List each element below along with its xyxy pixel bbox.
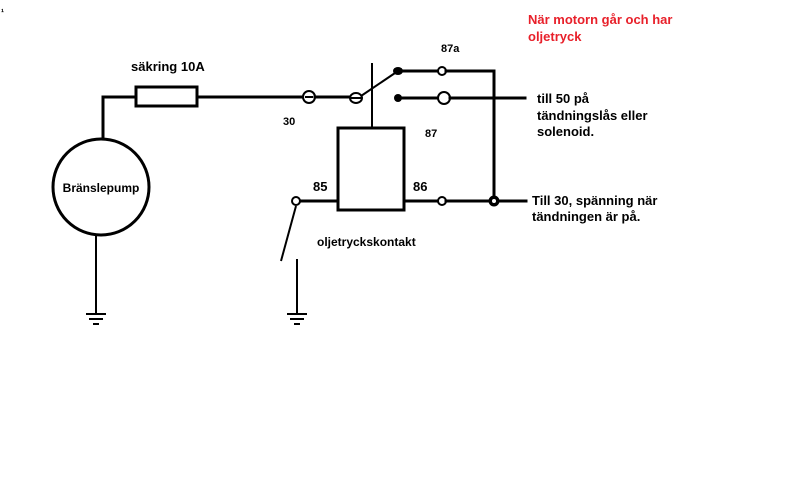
- fuel-pump-label: Bränslepump: [63, 181, 140, 195]
- pin-87-label: 87: [425, 128, 437, 140]
- pressure-switch-icon: [280, 205, 297, 262]
- terminal-87-node: [437, 91, 451, 105]
- fuse-icon: [134, 85, 199, 108]
- terminal-85-node: [291, 196, 301, 206]
- fuse-label: säkring 10A: [131, 59, 205, 74]
- relay-contact-arm: [360, 70, 399, 97]
- pin-86-label: 86: [413, 179, 427, 194]
- switch-label: oljetryckskontakt: [317, 235, 416, 249]
- title-line-1: När motorn går och har: [528, 12, 672, 27]
- relay-coil: [336, 126, 406, 212]
- pin-85-label: 85: [313, 179, 327, 194]
- note-87-line-2: tändningslås eller: [537, 108, 648, 123]
- note-87-line-3: solenoid.: [537, 124, 594, 139]
- ground-icon: [287, 313, 307, 325]
- wire-pump-to-fuse: [101, 95, 138, 141]
- ground-icon: [86, 313, 106, 325]
- corner-mark: ¹: [1, 7, 4, 17]
- title-line-2: oljetryck: [528, 29, 582, 44]
- junction-dot-hole: [492, 199, 496, 203]
- note-86-line-1: Till 30, spänning när: [532, 193, 657, 208]
- fuel-pump: [51, 137, 151, 237]
- pin-87a-label: 87a: [441, 43, 460, 55]
- note-86-line-2: tändningen är på.: [532, 209, 640, 224]
- pin-30-label: 30: [283, 116, 295, 128]
- note-87-line-1: till 50 på: [537, 91, 590, 106]
- wire-87a-to-bus: [444, 69, 496, 202]
